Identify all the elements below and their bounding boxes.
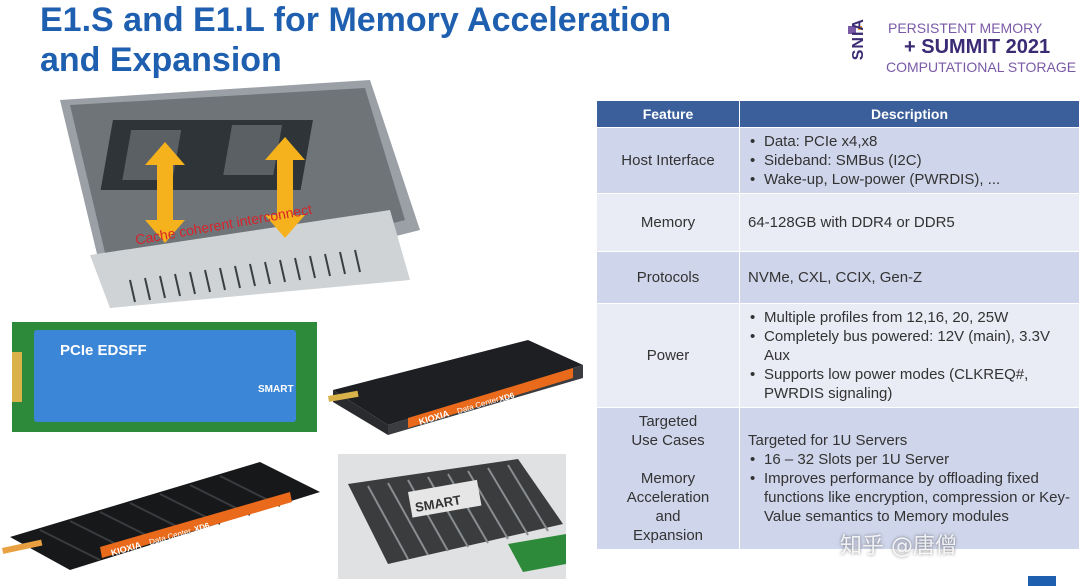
header-feature: Feature [596, 100, 740, 128]
kioxia-heatsink-module-image: KIOXIA Data Center XD6 [0, 452, 330, 572]
feature-label: Targeted [638, 413, 698, 430]
table-row: Memory 64-128GB with DDR4 or DDR5 [596, 193, 1080, 252]
smart-memory-module-image: SMART [338, 454, 566, 579]
feature-label: Memory [640, 214, 696, 231]
snia-logo-mark [848, 26, 862, 34]
description-cell: Multiple profiles from 12,16, 20, 25W Co… [739, 303, 1080, 408]
logo-line-3: COMPUTATIONAL STORAGE [886, 59, 1077, 75]
feature-cell: Power [596, 303, 740, 408]
description-text: NVMe, CXL, CCIX, Gen-Z [748, 269, 923, 286]
feature-table: Feature Description Host Interface Data:… [596, 100, 1080, 550]
description-cell: Data: PCIe x4,x8 Sideband: SMBus (I2C) W… [739, 127, 1080, 194]
feature-cell: Targeted Use Cases Memory Acceleration a… [596, 407, 740, 550]
description-bullet: Completely bus powered: 12V (main), 3.3V… [750, 327, 1071, 365]
summit-logo: SNIA PERSISTENT MEMORY + SUMMIT 2021 COM… [846, 16, 1078, 78]
feature-label: Expansion [632, 527, 704, 544]
slide-title: E1.S and E1.L for Memory Acceleration an… [40, 0, 671, 80]
svg-text:SMART: SMART [258, 384, 294, 395]
table-header-row: Feature Description [596, 100, 1080, 128]
feature-cell: Memory [596, 193, 740, 252]
table-row: Targeted Use Cases Memory Acceleration a… [596, 407, 1080, 550]
feature-label: Protocols [636, 269, 700, 286]
description-bullet: Data: PCIe x4,x8 [750, 132, 1071, 151]
description-bullet: Supports low power modes (CLKREQ#, PWRDI… [750, 365, 1071, 403]
feature-cell: Host Interface [596, 127, 740, 194]
logo-line-1: PERSISTENT MEMORY [888, 20, 1043, 36]
description-bullet: Sideband: SMBus (I2C) [750, 151, 1071, 170]
feature-label: Power [646, 347, 690, 364]
server-chassis-image [50, 80, 430, 308]
edsff-label: PCIe EDSFF [60, 342, 147, 359]
bidirectional-arrow-icon [145, 137, 305, 243]
description-bullet: Multiple profiles from 12,16, 20, 25W [750, 308, 1071, 327]
feature-label: Host Interface [621, 152, 715, 169]
feature-cell: Protocols [596, 251, 740, 304]
feature-label: Use Cases [631, 432, 705, 449]
feature-label: and [655, 508, 681, 525]
description-text: 64-128GB with DDR4 or DDR5 [748, 214, 955, 231]
description-bullet: Improves performance by offloading fixed… [750, 469, 1071, 526]
corner-accent [1028, 576, 1056, 586]
svg-text:XD6: XD6 [193, 521, 211, 534]
description-bullet: Wake-up, Low-power (PWRDIS), ... [750, 170, 1071, 189]
logo-line-2: + SUMMIT 2021 [904, 36, 1051, 58]
table-row: Power Multiple profiles from 12,16, 20, … [596, 303, 1080, 408]
description-text: Targeted for 1U Servers [748, 432, 908, 449]
description-bullet: 16 – 32 Slots per 1U Server [750, 450, 1071, 469]
feature-label: Memory [640, 470, 696, 487]
snia-logo-text: SNIA [850, 18, 867, 61]
header-description: Description [739, 100, 1080, 128]
description-cell: 64-128GB with DDR4 or DDR5 [739, 193, 1080, 252]
description-cell: Targeted for 1U Servers 16 – 32 Slots pe… [739, 407, 1080, 550]
kioxia-module-image: KIOXIA Data Center XD6 [328, 330, 593, 440]
table-row: Host Interface Data: PCIe x4,x8 Sideband… [596, 127, 1080, 194]
description-cell: NVMe, CXL, CCIX, Gen-Z [739, 251, 1080, 304]
slide-title-line-1: E1.S and E1.L for Memory Acceleration [40, 1, 672, 39]
feature-spacer [605, 450, 731, 469]
slide-title-line-2: and Expansion [40, 41, 282, 79]
pcie-edsff-module-image: SMART [12, 322, 317, 432]
feature-label: Acceleration [626, 489, 710, 506]
table-row: Protocols NVMe, CXL, CCIX, Gen-Z [596, 251, 1080, 304]
watermark: 知乎 @唐僧 [840, 534, 957, 559]
